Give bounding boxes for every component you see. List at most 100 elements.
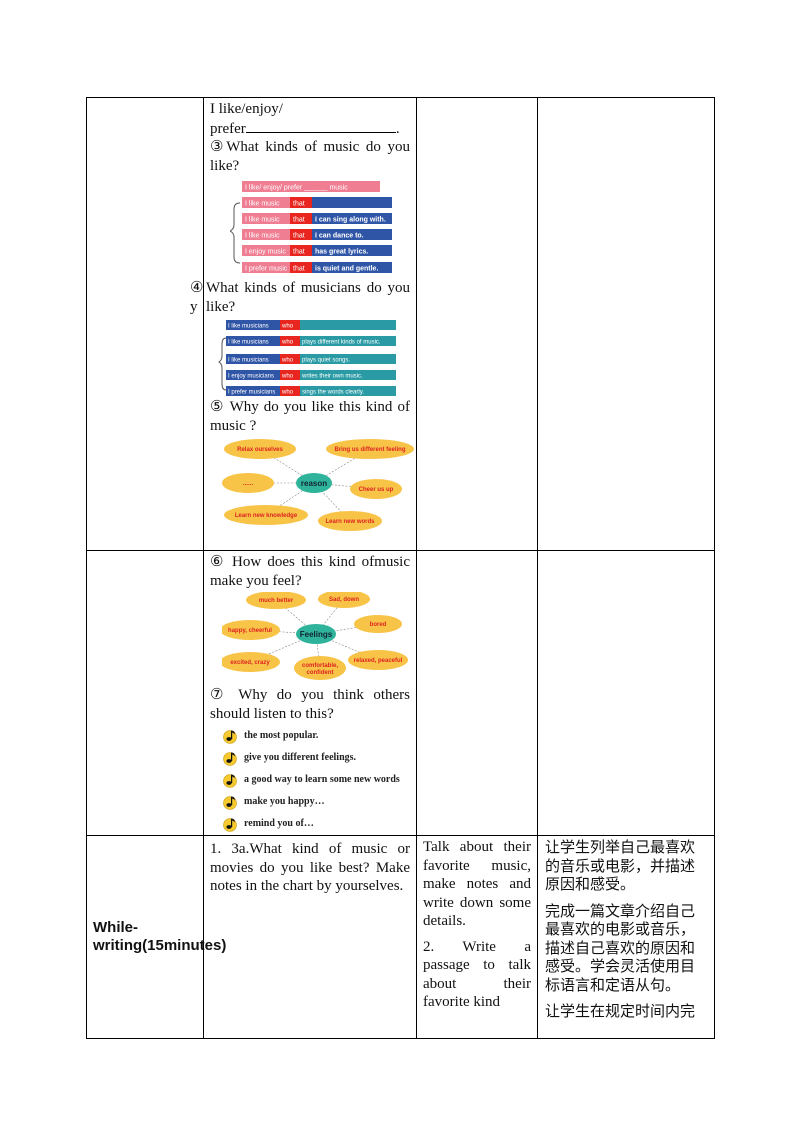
clause-text: I like/ enjoy/ prefer ______ music bbox=[245, 185, 348, 192]
stage-label: While-writing(15minutes) bbox=[93, 918, 227, 955]
clause-main: I prefer music bbox=[245, 266, 288, 273]
question-3: ③What kinds of music do you like? bbox=[210, 139, 410, 174]
clause-relative: that bbox=[293, 217, 305, 224]
clause-relative: who bbox=[281, 374, 294, 380]
clause-end: sings the words clearly. bbox=[302, 390, 364, 396]
table-row: I like/enjoy/ prefer. ③What kinds of mus… bbox=[86, 97, 715, 551]
prefer-label: prefer bbox=[210, 120, 246, 137]
clause-end: writes their own music. bbox=[301, 374, 363, 380]
clause-bar: I enjoy musicians who writes their own mus… bbox=[226, 370, 396, 380]
bubble-node: relaxed, peaceful bbox=[348, 650, 408, 670]
music-clause-diagram: I like/ enjoy/ prefer ______ music I like… bbox=[230, 181, 392, 273]
clause-end: I can dance to. bbox=[315, 233, 364, 240]
clause-bar: I enjoy music that has great lyrics. bbox=[242, 245, 392, 256]
clause-bar: I like music that I can sing along with. bbox=[242, 213, 392, 224]
svg-text:Feelings: Feelings bbox=[300, 630, 333, 639]
music-note-icon bbox=[222, 728, 238, 744]
music-note-icon bbox=[222, 816, 238, 832]
stage-cell-empty bbox=[86, 550, 204, 836]
purpose-cell-empty bbox=[537, 97, 715, 551]
bubble-node: Learn new knowledge bbox=[224, 505, 308, 525]
lesson-plan-table: I like/enjoy/ prefer. ③What kinds of mus… bbox=[86, 97, 715, 1039]
clause-relative: that bbox=[293, 201, 305, 208]
svg-text:Cheer us up: Cheer us up bbox=[359, 487, 394, 493]
clause-main: I like music bbox=[245, 217, 280, 224]
student-activity-cell: Talk about their favorite music, make no… bbox=[416, 835, 538, 1039]
clause-relative: that bbox=[293, 266, 305, 273]
bubble-node: Relax ourselves bbox=[224, 439, 296, 459]
clause-relative: who bbox=[281, 324, 294, 330]
stage-cell: While-writing(15minutes) bbox=[86, 835, 226, 1039]
clause-end: is quiet and gentle. bbox=[315, 266, 378, 273]
svg-text:Learn new knowledge: Learn new knowledge bbox=[235, 513, 298, 519]
bubble-node: Learn new words bbox=[318, 511, 382, 531]
task-instruction: 1. 3a.What kind of music or movies do yo… bbox=[210, 841, 410, 894]
clause-main: I like music bbox=[245, 201, 280, 208]
reason-bullet-list: the most popular. give you different fee… bbox=[210, 725, 410, 835]
clause-end: I can sing along with. bbox=[315, 217, 386, 224]
clause-end: plays quiet songs. bbox=[302, 358, 350, 364]
svg-text:......: ...... bbox=[243, 481, 253, 487]
svg-text:happy, cheerful: happy, cheerful bbox=[228, 628, 272, 634]
student-activity-1: Talk about their favorite music, make no… bbox=[423, 839, 531, 929]
list-item: a good way to learn some new words bbox=[222, 769, 410, 791]
svg-text:relaxed, peaceful: relaxed, peaceful bbox=[354, 658, 403, 664]
content-cell: ⑥ How does this kind ofmusic make you fe… bbox=[203, 550, 417, 836]
feelings-mind-map: much better Sad, down happy, cheerful bored… bbox=[222, 592, 408, 680]
svg-text:Learn new words: Learn new words bbox=[325, 519, 375, 525]
svg-text:excited, crazy: excited, crazy bbox=[230, 660, 270, 666]
sentence-frame: I like/enjoy/ bbox=[210, 101, 283, 117]
clause-bar: I prefer musicians who sings the words cle… bbox=[226, 386, 396, 396]
clause-bar: I like music that bbox=[242, 197, 392, 208]
question-4: What kinds of musicians do you like? bbox=[206, 280, 410, 315]
brace-icon bbox=[230, 202, 241, 264]
svg-text:reason: reason bbox=[301, 479, 327, 488]
purpose-cell-empty bbox=[537, 550, 715, 836]
svg-text:confident: confident bbox=[307, 670, 334, 676]
content-cell: I like/enjoy/ prefer. ③What kinds of mus… bbox=[190, 97, 417, 551]
music-note-icon bbox=[222, 750, 238, 766]
purpose-cell: 让学生列举自己最喜欢的音乐或电影，并描述原因和感受。 完成一篇文章介绍自己最喜欢… bbox=[537, 835, 715, 1039]
clause-bar: I like musicians who bbox=[226, 320, 396, 330]
clause-end: plays different kinds of music. bbox=[302, 340, 381, 346]
clause-main: I enjoy music bbox=[245, 249, 286, 256]
clause-main: I like musicians bbox=[228, 324, 269, 330]
music-note-icon bbox=[222, 772, 238, 788]
list-item: make you happy… bbox=[222, 791, 410, 813]
stage-cell-empty bbox=[86, 97, 204, 551]
question-5: ⑤ Why do you like this kind of music ? bbox=[210, 399, 410, 434]
table-row: ⑥ How does this kind ofmusic make you fe… bbox=[86, 550, 715, 836]
purpose-2: 完成一篇文章介绍自己最喜欢的电影或音乐，描述自己喜欢的原因和感受。学会灵活使用目… bbox=[545, 901, 696, 994]
svg-text:Relax ourselves: Relax ourselves bbox=[237, 447, 283, 453]
list-item: give you different feelings. bbox=[222, 747, 410, 769]
center-node: reason bbox=[296, 473, 332, 493]
brace-icon bbox=[218, 337, 227, 391]
bubble-node: excited, crazy bbox=[222, 652, 280, 672]
question-7: ⑦ Why do you think others should listen … bbox=[210, 687, 410, 722]
clause-bar: I prefer music that is quiet and gentle. bbox=[242, 262, 392, 273]
clause-main: I enjoy musicians bbox=[228, 374, 274, 380]
list-item: the most popular. bbox=[222, 725, 410, 747]
q4-marker-y: y bbox=[190, 298, 198, 315]
clause-main: I like music bbox=[245, 233, 280, 240]
center-node: Feelings bbox=[296, 624, 336, 644]
bubble-node: comfortable,confident bbox=[294, 656, 346, 680]
clause-end: has great lyrics. bbox=[315, 249, 368, 256]
student-activity-cell-empty bbox=[416, 550, 538, 836]
table-row: While-writing(15minutes) 1. 3a.What kind… bbox=[86, 835, 715, 1039]
clause-main: I like musicians bbox=[228, 358, 269, 364]
svg-text:Sad, down: Sad, down bbox=[329, 597, 359, 603]
svg-text:bored: bored bbox=[370, 622, 387, 628]
svg-text:much better: much better bbox=[259, 598, 294, 604]
clause-relative: who bbox=[281, 390, 294, 396]
clause-main: I prefer musicians bbox=[228, 390, 275, 396]
bubble-node: ...... bbox=[222, 473, 274, 493]
list-item: remind you of… bbox=[222, 813, 410, 835]
question-6: ⑥ How does this kind ofmusic make you fe… bbox=[210, 554, 410, 589]
clause-relative: that bbox=[293, 249, 305, 256]
purpose-1: 让学生列举自己最喜欢的音乐或电影，并描述原因和感受。 bbox=[545, 838, 696, 893]
q4-number: ④ bbox=[190, 280, 204, 296]
